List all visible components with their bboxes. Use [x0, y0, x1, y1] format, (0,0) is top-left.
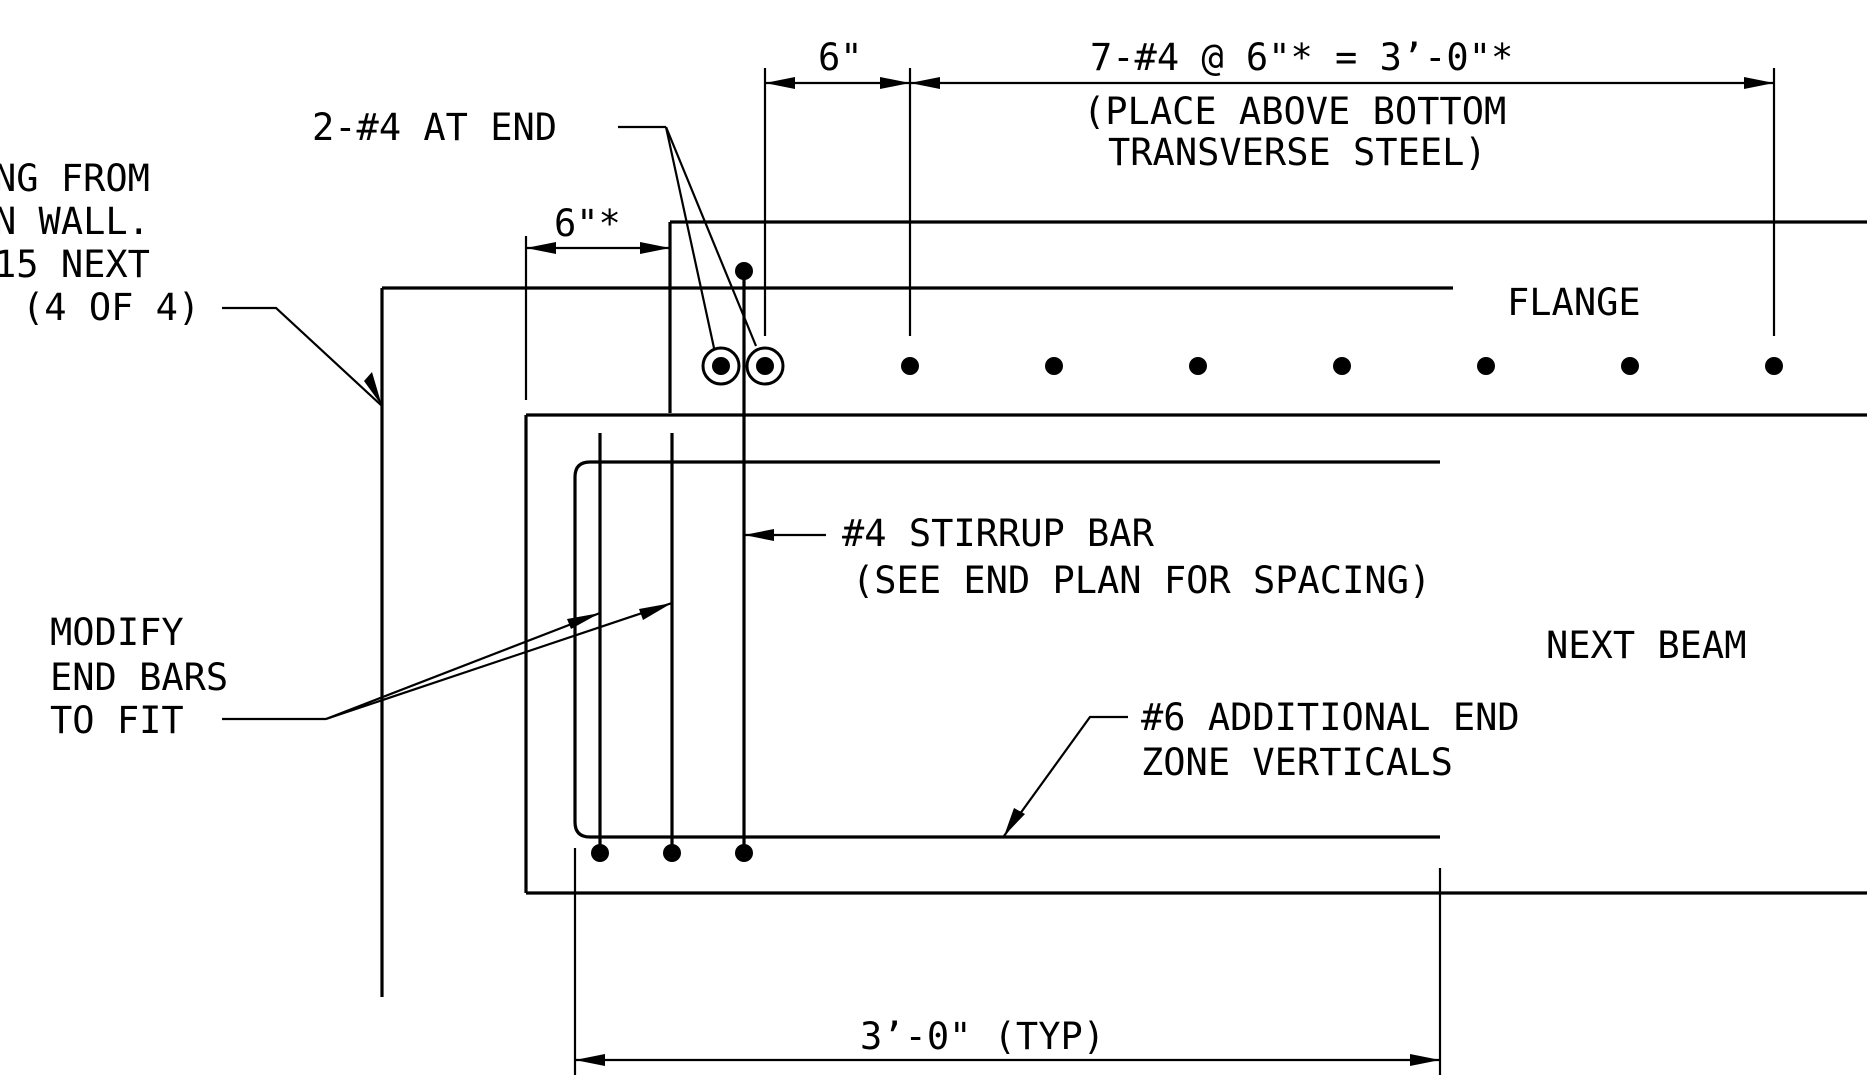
leader-two-bar	[618, 125, 758, 349]
left-note-line-1: NG FROM	[0, 157, 150, 200]
two-bar-label: 2-#4 AT END	[312, 106, 557, 149]
dimension-6in-star	[524, 236, 670, 400]
modify-label-line-1: MODIFY	[50, 611, 184, 654]
stirrup-label-line-2: (SEE END PLAN FOR SPACING)	[852, 559, 1431, 602]
dim-6in-star-label: 6"*	[554, 202, 621, 245]
end-zone-bar-dots	[591, 262, 753, 862]
dimension-6in	[763, 68, 912, 336]
end-zone-bars	[573, 270, 1440, 852]
beam-outline	[524, 413, 1867, 895]
left-note-line-2: N WALL.	[0, 200, 150, 243]
additional-label-line-2: ZONE VERTICALS	[1141, 741, 1453, 784]
next-beam-flange-line	[380, 286, 1453, 997]
left-note-line-3: 15 NEXT	[0, 243, 150, 286]
modify-label-line-2: END BARS	[50, 656, 228, 699]
spaced-bars	[901, 357, 1783, 375]
flange-outline	[668, 220, 1867, 413]
bar-spacing-label: 7-#4 @ 6"* = 3’-0"*	[1090, 36, 1513, 79]
typ-dim-label: 3’-0" (TYP)	[860, 1015, 1105, 1058]
place-note-line-2: TRANSVERSE STEEL)	[1108, 131, 1487, 174]
flange-label: FLANGE	[1507, 281, 1641, 324]
place-note-line-1: (PLACE ABOVE BOTTOM	[1083, 90, 1506, 133]
end-bars-circled	[701, 346, 785, 386]
dim-6in-label: 6"	[818, 36, 863, 79]
next-beam-label: NEXT BEAM	[1546, 624, 1746, 667]
leader-modify	[222, 601, 673, 721]
dimension-typ	[573, 848, 1442, 1075]
leader-additional	[1003, 715, 1128, 837]
leader-left-note	[222, 306, 383, 407]
leader-stirrup	[744, 529, 826, 541]
dimension-bar-spacing	[910, 68, 1776, 336]
left-note-line-4: (4 OF 4)	[22, 286, 200, 329]
additional-label-line-1: #6 ADDITIONAL END	[1141, 696, 1520, 739]
stirrup-label-line-1: #4 STIRRUP BAR	[842, 512, 1155, 555]
modify-label-line-3: TO FIT	[50, 699, 184, 742]
